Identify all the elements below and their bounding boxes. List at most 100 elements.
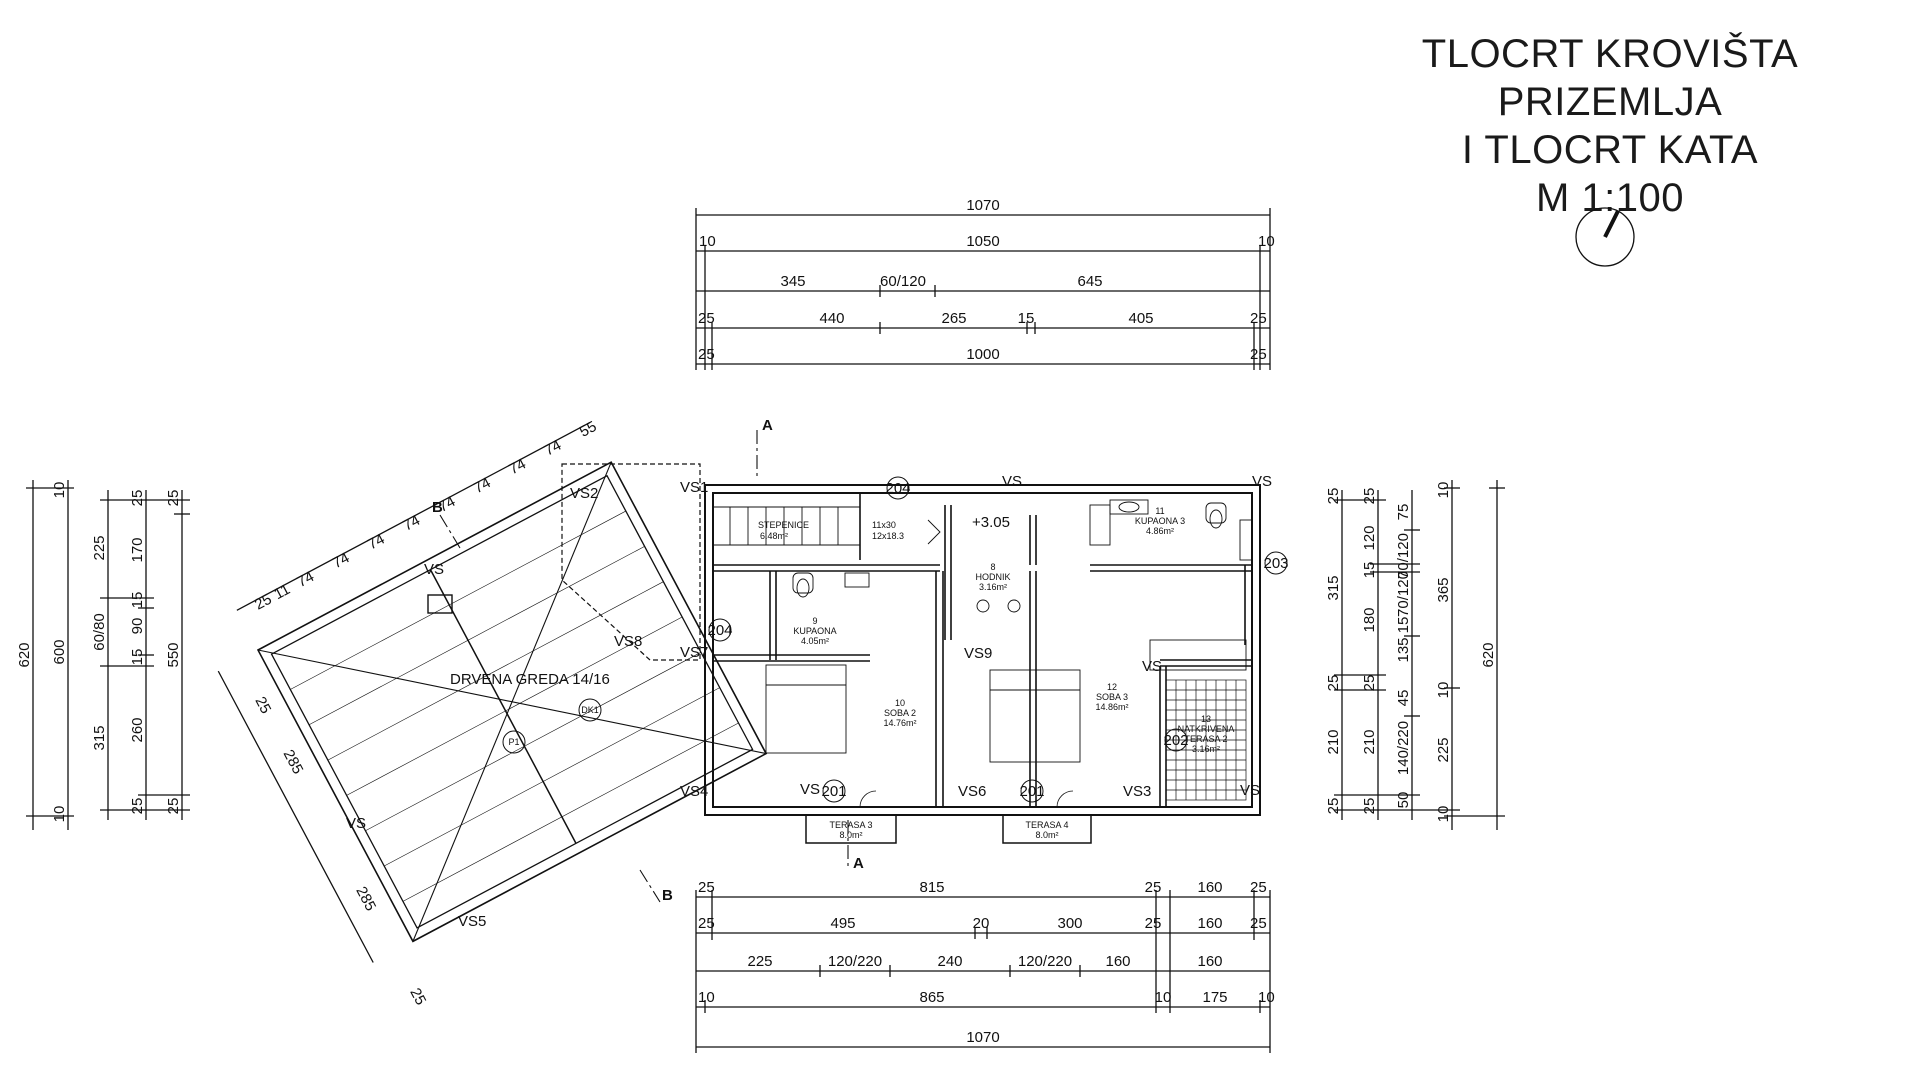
- dim-right-c3-b: 70/120: [1395, 533, 1412, 579]
- roof-side-dims: 25 285 285 25: [251, 694, 429, 1008]
- tag-vs2: VS2: [570, 485, 598, 502]
- dim-right-c2-a: 25: [1361, 488, 1378, 505]
- dim-left-c4-d: 90: [129, 618, 146, 635]
- dim-left-c4-e: 15: [129, 649, 146, 666]
- top-dimension-lines: [695, 208, 1271, 370]
- dim-left-c2-b: 600: [51, 639, 68, 664]
- section-b-bottom: B: [662, 887, 673, 904]
- tag-204-b: 204: [707, 622, 732, 639]
- terrace-2-hatch: [1165, 679, 1247, 801]
- sanitary-fixtures: [792, 499, 1253, 613]
- tag-vs-mid: VS: [1142, 658, 1162, 675]
- dim-bot-r2-b: 495: [830, 915, 855, 932]
- balconies: [805, 790, 1092, 844]
- dim-left-c3-c: 315: [91, 725, 108, 750]
- dim-left-c4-b: 170: [129, 537, 146, 562]
- room-hodnik-label: HODNIK: [975, 572, 1010, 582]
- roof-dim-2: 11: [271, 581, 293, 603]
- tag-vs5: VS5: [458, 913, 486, 930]
- dim-bot-r4-b: 865: [919, 989, 944, 1006]
- dim-top-r2-b: 1050: [966, 233, 999, 250]
- dim-bot-r2-c: 20: [973, 915, 990, 932]
- tag-204: 204: [885, 480, 910, 497]
- tag-201-a: 201: [821, 783, 846, 800]
- room-soba3-area: 14.86m²: [1095, 702, 1128, 712]
- dim-right-c1-c: 25: [1325, 675, 1342, 692]
- roof-dim-6: 74: [400, 512, 423, 535]
- roof-dim-8: 74: [471, 474, 494, 497]
- bottom-dimension-lines: [695, 890, 1271, 1053]
- room-soba2-area: 14.76m²: [883, 718, 916, 728]
- dim-right-c2-g: 25: [1361, 798, 1378, 815]
- tag-vs4: VS4: [680, 783, 708, 800]
- dim-right-c3-g: 140/220: [1395, 721, 1412, 775]
- beds: [765, 639, 1247, 763]
- dim-top-r2-a: 10: [699, 233, 716, 250]
- floor-level-label: +3.05: [972, 514, 1010, 531]
- dim-top-r3-c: 645: [1077, 273, 1102, 290]
- dim-right-c2-f: 210: [1361, 729, 1378, 754]
- room-soba3-label: SOBA 3: [1096, 692, 1128, 702]
- roof-side-dim-4: 25: [406, 985, 429, 1008]
- dim-right-c3-e: 135: [1395, 637, 1412, 662]
- dim-left-c5-a: 25: [165, 490, 182, 507]
- dim-top-r4-e: 405: [1128, 310, 1153, 327]
- dim-top-r3-b: 60/120: [880, 273, 926, 290]
- room-kupaona-area: 4.05m²: [801, 636, 829, 646]
- dim-right-c2-c: 15: [1361, 562, 1378, 579]
- roof-side-dim-2: 285: [280, 747, 307, 777]
- tag-p1: P1: [508, 737, 519, 747]
- dim-bot-r3-a: 225: [747, 953, 772, 970]
- roof-dim-9: 74: [506, 455, 529, 478]
- tag-vs7: VS7: [680, 644, 708, 661]
- dim-right-c3-a: 75: [1395, 504, 1412, 521]
- dim-bot-r4-e: 10: [1258, 989, 1275, 1006]
- dim-top-r2-c: 10: [1258, 233, 1275, 250]
- dim-right-c4-b: 365: [1435, 577, 1452, 602]
- dim-left-c2-a: 10: [51, 482, 68, 499]
- stairs-count: 11x30: [872, 520, 896, 530]
- tag-vs1: VS1: [680, 479, 708, 496]
- tag-vs8: VS8: [614, 633, 642, 650]
- tag-vs3: VS3: [1123, 783, 1151, 800]
- tag-circles: [502, 476, 1288, 803]
- dim-right-c4-a: 10: [1435, 482, 1452, 499]
- title-line-2: I TLOCRT KATA: [1461, 128, 1759, 172]
- dim-left-c4-g: 25: [129, 798, 146, 815]
- dim-bot-r5-a: 1070: [966, 1029, 999, 1046]
- dim-bot-r4-d: 175: [1202, 989, 1227, 1006]
- roof-dim-5: 74: [365, 531, 388, 554]
- dim-bot-r2-d: 300: [1057, 915, 1082, 932]
- roof-dim-11: 55: [577, 418, 600, 441]
- dim-right-c1-a: 25: [1325, 488, 1342, 505]
- dim-right-c2-d: 180: [1361, 607, 1378, 632]
- dim-bot-r3-c: 240: [937, 953, 962, 970]
- dim-left-c4-a: 25: [129, 490, 146, 507]
- roof-side-dim-3: 285: [352, 884, 379, 914]
- room-stepenice-label: STEPENICE: [758, 520, 809, 530]
- dim-bot-r3-f: 160: [1197, 953, 1222, 970]
- stairs-rise: 12x18.3: [872, 531, 904, 541]
- room-terasa4-label: TERASA 4: [1025, 820, 1068, 830]
- room-terasa4-area: 8.0m²: [1035, 830, 1058, 840]
- dim-top-r4-b: 440: [819, 310, 844, 327]
- dim-right-c1-e: 25: [1325, 798, 1342, 815]
- dim-bot-r1-a: 25: [698, 879, 715, 896]
- tag-vs-corner: VS: [1252, 473, 1272, 490]
- roof-plan: [217, 421, 768, 963]
- room-terasa2-number: 13: [1201, 714, 1211, 724]
- room-kupaona-label: KUPAONA: [793, 626, 836, 636]
- roof-side-dim-1: 25: [251, 694, 274, 717]
- room-kupaona-number: 9: [812, 616, 817, 626]
- tag-203: 203: [1263, 555, 1288, 572]
- right-dimension-lines: [1334, 480, 1505, 830]
- tag-dk1: DK1: [581, 705, 599, 715]
- dim-bot-r3-b: 120/220: [828, 953, 882, 970]
- exterior-walls: [704, 484, 1261, 816]
- room-terasa3-area: 8.0m²: [839, 830, 862, 840]
- dim-bot-r1-b: 815: [919, 879, 944, 896]
- roof-beam-label: DRVENA GREDA 14/16: [450, 671, 610, 688]
- dim-bot-r3-e: 160: [1105, 953, 1130, 970]
- roof-edge-dims: 25 11 74 74 74 74 74 74 74 74 55: [252, 418, 600, 614]
